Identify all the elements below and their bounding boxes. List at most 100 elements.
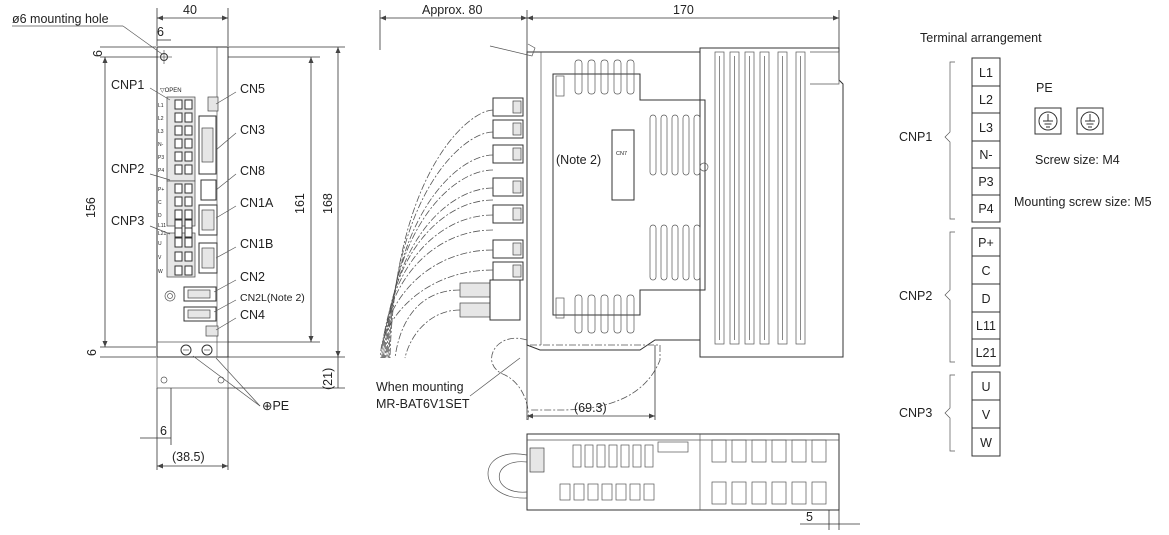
pin-mark: C	[158, 200, 162, 206]
pin-mark: P3	[158, 155, 164, 161]
pin-socket	[184, 183, 193, 194]
vent-slot	[649, 224, 657, 281]
side-plug	[459, 282, 491, 298]
vent-slot	[682, 114, 690, 176]
vent-slot	[587, 294, 596, 334]
bottom-fin-slot	[771, 481, 787, 505]
pe-terminal-1	[1034, 107, 1062, 135]
bottom-slot	[572, 444, 582, 468]
pin-socket	[184, 227, 193, 238]
bottom-slot	[657, 441, 689, 453]
pe-screw-right	[201, 344, 213, 356]
side-cable	[381, 249, 494, 359]
label-pe: ⊕PE	[262, 399, 289, 413]
dim-69-3: (69.3)	[574, 401, 607, 415]
vent-slot	[555, 75, 565, 97]
label-cn3: CN3	[240, 123, 265, 137]
pin-socket	[184, 112, 193, 123]
side-body-outline	[526, 47, 844, 358]
pe-screw-left	[180, 344, 192, 356]
bottom-cable-loop	[487, 453, 528, 499]
pin-l21: L21	[976, 346, 997, 360]
side-cable	[388, 131, 494, 359]
pin-l11: L11	[976, 319, 996, 333]
bottom-fin-slot	[811, 439, 827, 463]
open-mark: ▽OPEN	[160, 88, 182, 94]
vent-slot	[671, 114, 679, 176]
side-cable	[387, 154, 494, 359]
dim-height-168: 168	[321, 193, 335, 214]
front-foot	[156, 357, 229, 389]
bottom-slot	[620, 444, 630, 468]
pin-mark: L2	[158, 116, 164, 122]
pin-mark: V	[158, 255, 162, 261]
side-plug-latch	[512, 264, 522, 278]
dim-top-offset: 6	[91, 50, 105, 57]
vent-slot	[626, 294, 635, 334]
pin-socket	[174, 164, 183, 175]
battery-note-line2: MR-BAT6V1SET	[376, 397, 470, 411]
label-cn8: CN8	[240, 164, 265, 178]
pin-l1: L1	[979, 66, 993, 80]
dim-38-5: (38.5)	[172, 450, 205, 464]
side-cable	[385, 187, 494, 359]
pin-mark: D	[158, 213, 162, 219]
dim-height-161: 161	[293, 193, 307, 214]
pin-socket	[174, 183, 183, 194]
dim-width: 40	[183, 3, 197, 17]
cn4-port	[205, 325, 219, 337]
bottom-battery	[529, 447, 545, 473]
vent-slot	[660, 114, 668, 176]
side-plug-latch	[512, 207, 522, 221]
side-plug-latch	[512, 242, 522, 256]
bottom-slot	[584, 444, 594, 468]
side-view: Approx. 80 170 CN7 (Note 2) When mountin…	[376, 3, 844, 421]
pin-socket	[174, 196, 183, 207]
cn8-port	[200, 179, 217, 201]
side-cables	[380, 109, 494, 359]
terminal-cnp3-label: CNP3	[899, 406, 932, 420]
pin-p-plus: P+	[978, 236, 994, 250]
pin-l2: L2	[979, 93, 993, 107]
vent-slot	[574, 294, 583, 334]
vent-slot	[671, 224, 679, 281]
dim-bottom-offset: 6	[85, 349, 99, 356]
side-vents	[555, 59, 701, 334]
pin-socket	[174, 112, 183, 123]
label-cn2: CN2	[240, 270, 265, 284]
pin-u: U	[981, 380, 990, 394]
label-cn4: CN4	[240, 308, 265, 322]
dim-height-156: 156	[84, 197, 98, 218]
bottom-fin-slot	[711, 439, 727, 463]
pe-terminal-2	[1076, 107, 1104, 135]
vent-slot	[682, 224, 690, 281]
side-cable	[380, 269, 494, 359]
front-body-outline	[156, 46, 229, 358]
bottom-slot	[608, 444, 618, 468]
heatsink-fin	[744, 51, 755, 345]
dim-approx-80: Approx. 80	[422, 3, 483, 17]
side-cable	[404, 309, 461, 359]
pin-c: C	[981, 264, 990, 278]
vent-slot	[555, 297, 565, 319]
pin-mark: L3	[158, 129, 164, 135]
label-mounting-hole: ø6 mounting hole	[12, 12, 109, 26]
bottom-slot	[643, 483, 655, 501]
pin-socket	[184, 209, 193, 220]
bottom-fin-slot	[771, 439, 787, 463]
bottom-fin-slot	[751, 481, 767, 505]
pin-mark: P+	[158, 187, 164, 193]
terminal-arrangement: Terminal arrangement CNP1 L1 L2 L3 N- P3…	[899, 31, 1152, 457]
side-cable	[394, 289, 461, 359]
pin-socket	[174, 237, 183, 248]
pin-mark: L11	[158, 223, 166, 229]
side-cable	[389, 109, 494, 359]
bottom-slot	[587, 483, 599, 501]
side-note-2: (Note 2)	[556, 153, 601, 167]
side-cable	[386, 169, 494, 359]
pin-socket	[174, 125, 183, 136]
cn7-label: CN7	[616, 151, 627, 157]
